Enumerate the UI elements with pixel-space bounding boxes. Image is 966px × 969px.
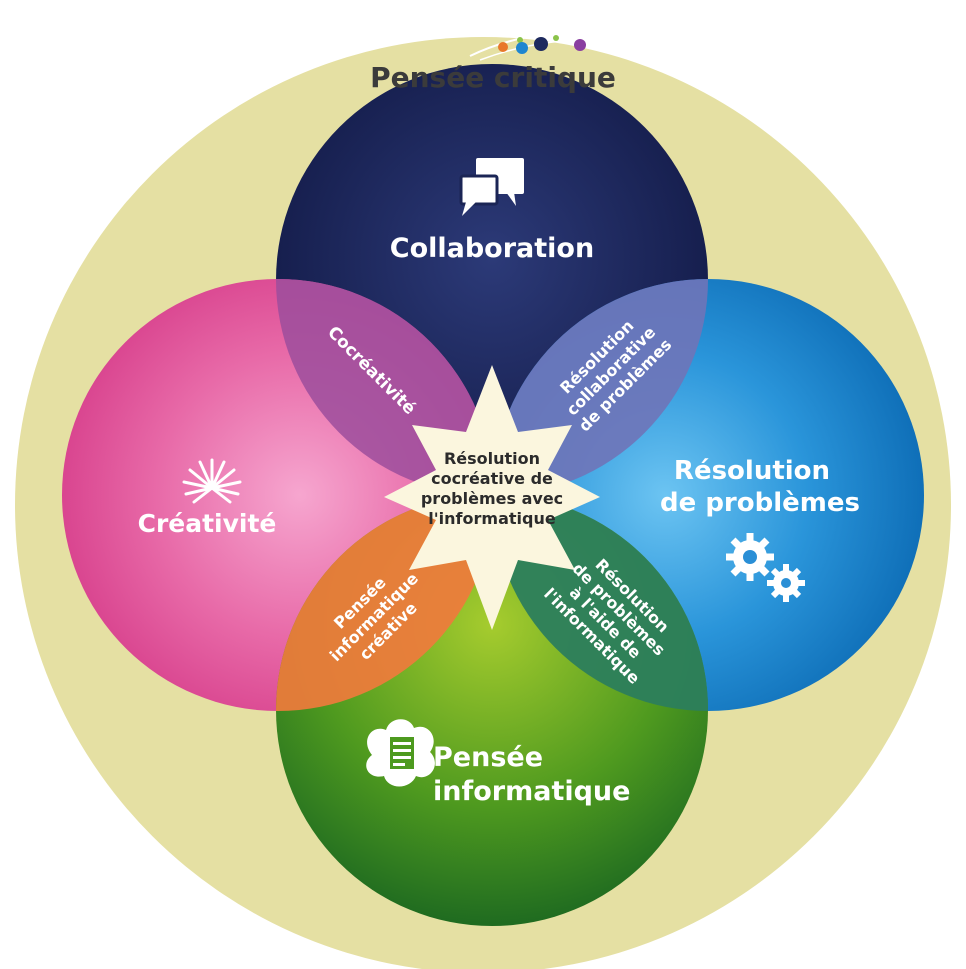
- gears-icon: [726, 533, 805, 602]
- speech-bubbles-icon: [459, 158, 524, 216]
- overlap-resolution-info: [492, 494, 708, 711]
- label-creativite: Créativité: [138, 509, 277, 538]
- center-label-1: Résolution: [444, 449, 540, 468]
- overlap-resolution-collab: [492, 279, 708, 496]
- label-pensee-info-line1: Pensée: [433, 742, 543, 773]
- decor-dots-icon: [469, 30, 651, 61]
- outer-label: Pensée critique: [370, 61, 616, 94]
- label-collaboration: Collaboration: [390, 233, 594, 264]
- center-label-2: cocréative de: [431, 469, 553, 488]
- center-label-3: problèmes avec: [421, 489, 563, 508]
- label-pensee-info-line2: informatique: [433, 776, 630, 807]
- label-resolution-line1: Résolution: [674, 456, 830, 486]
- starburst-icon: [182, 458, 242, 504]
- brain-document-icon: [366, 719, 435, 787]
- label-resolution-line2: de problèmes: [660, 488, 860, 518]
- center-label-4: l'informatique: [428, 509, 556, 528]
- center-star: [384, 365, 600, 630]
